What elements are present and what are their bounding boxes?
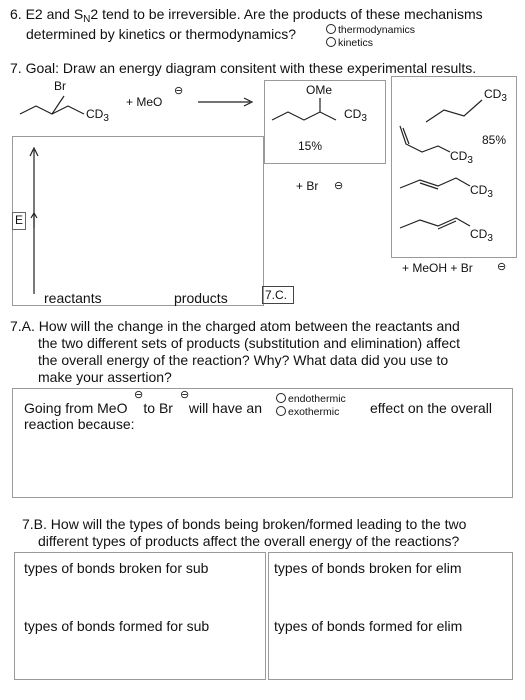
axis-reactants: reactants xyxy=(44,290,102,306)
sub-broken-label: types of bonds broken for sub xyxy=(24,560,209,576)
q7a-line3: the overall energy of the reaction? Why?… xyxy=(38,352,449,368)
answer-7a-text: Going from MeO to Br will have an xyxy=(24,400,262,416)
reactant-skeleton xyxy=(19,95,85,115)
sub-bonds-box[interactable] xyxy=(14,552,266,680)
radio-icon[interactable] xyxy=(326,24,336,34)
q6-line2: determined by kinetics or thermodynamics… xyxy=(26,26,297,42)
q7b-line2: different types of products affect the o… xyxy=(38,533,460,549)
negative-charge-icon: ⊖ xyxy=(134,389,144,401)
axis-arrow-icon xyxy=(30,211,38,228)
energy-diagram-box[interactable] xyxy=(12,136,264,306)
elim-skeleton-top xyxy=(425,99,483,123)
tag-7c: 7.C. xyxy=(265,288,288,302)
elim-bonds-box[interactable] xyxy=(268,552,513,680)
q7b-line1: 7.B. How will the types of bonds being b… xyxy=(22,516,467,532)
elim-skeleton-internal-1 xyxy=(399,177,471,190)
axis-products: products xyxy=(174,290,228,306)
elim-cd3-4: CD3 xyxy=(470,227,493,245)
elim-skeleton-terminal xyxy=(399,125,451,153)
q7a-line2: the two different sets of products (subs… xyxy=(38,335,461,351)
elim-cd3-top: CD3 xyxy=(484,87,507,105)
answer-7a-text-3: reaction because: xyxy=(24,416,135,432)
elim-cd3-3: CD3 xyxy=(470,183,493,201)
elim-byproducts: + MeOH + Br xyxy=(402,261,473,275)
radio-icon[interactable] xyxy=(276,406,286,416)
negative-charge-icon: ⊖ xyxy=(174,85,184,97)
elim-broken-label: types of bonds broken for elim xyxy=(274,560,462,576)
substitution-product-box xyxy=(264,80,386,164)
negative-charge-icon: ⊖ xyxy=(497,261,507,273)
axis-e-label: E xyxy=(15,213,24,227)
plus-bromide: + Br xyxy=(296,179,319,193)
product-ome-label: OMe xyxy=(306,83,333,97)
negative-charge-icon: ⊖ xyxy=(180,389,190,401)
q7a-line4: make your assertion? xyxy=(38,369,172,385)
elim-cd3-mid: CD3 xyxy=(450,149,473,167)
substitution-skeleton xyxy=(271,98,337,121)
elimination-percent: 85% xyxy=(482,133,507,147)
q6-line1: 6. E2 and SN2 tend to be irreversible. A… xyxy=(10,6,483,25)
elim-formed-label: types of bonds formed for elim xyxy=(274,618,463,634)
option-kinetics[interactable]: kinetics xyxy=(326,37,373,49)
product-cd3-label: CD3 xyxy=(344,107,367,125)
reactant-br-label: Br xyxy=(54,79,66,93)
radio-icon[interactable] xyxy=(326,37,336,47)
q7a-line1: 7.A. How will the change in the charged … xyxy=(10,318,460,334)
substitution-percent: 15% xyxy=(298,139,323,153)
answer-7a-text-2: effect on the overall xyxy=(370,400,492,416)
elim-skeleton-internal-2 xyxy=(399,217,471,230)
tag-7c-box xyxy=(262,286,294,304)
reactant-cd3-label: CD3 xyxy=(86,107,109,125)
negative-charge-icon: ⊖ xyxy=(334,180,344,192)
q7-goal: 7. Goal: Draw an energy diagram consiten… xyxy=(10,60,477,76)
axis-e-box xyxy=(12,212,26,230)
option-endothermic[interactable]: endothermic xyxy=(276,393,346,405)
option-exothermic[interactable]: exothermic xyxy=(276,406,339,418)
sub-formed-label: types of bonds formed for sub xyxy=(24,618,210,634)
answer-box-7a[interactable] xyxy=(12,388,513,498)
radio-icon[interactable] xyxy=(276,393,286,403)
option-thermodynamics[interactable]: thermodynamics xyxy=(326,24,415,36)
elimination-products-box xyxy=(391,76,517,258)
reaction-arrow-icon xyxy=(198,97,254,107)
plus-meo: + MeO xyxy=(126,95,163,109)
